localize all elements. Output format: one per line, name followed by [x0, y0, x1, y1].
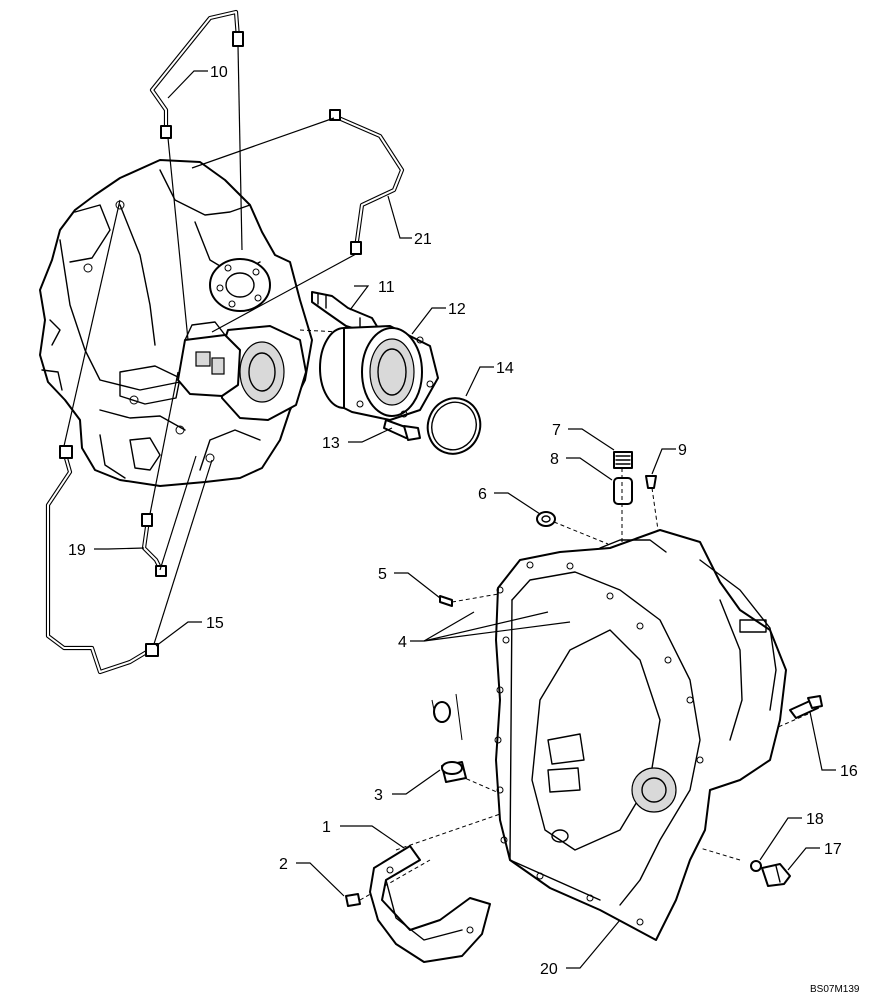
callout-10: 10 — [210, 64, 228, 81]
housing-20 — [494, 529, 787, 941]
pipe-10 — [149, 9, 244, 139]
callout-3: 3 — [374, 787, 383, 804]
callout-21: 21 — [414, 231, 432, 248]
oring-18 — [750, 860, 762, 872]
callout-8: 8 — [550, 451, 559, 468]
screw-2 — [345, 893, 361, 907]
callout-20: 20 — [540, 961, 558, 978]
callout-2: 2 — [279, 856, 288, 873]
callout-18: 18 — [806, 811, 824, 828]
pipe-19 — [141, 513, 167, 577]
bolt-16 — [789, 695, 823, 719]
pipe-21 — [329, 109, 405, 255]
cover-12 — [299, 325, 439, 421]
connection-lines — [63, 45, 357, 645]
callout-6: 6 — [478, 486, 487, 503]
callout-17: 17 — [824, 841, 842, 858]
callout-14: 14 — [496, 360, 514, 377]
callout-15: 15 — [206, 615, 224, 632]
callout-13: 13 — [322, 435, 340, 452]
screw-9 — [645, 475, 657, 489]
callout-19: 19 — [68, 542, 86, 559]
callout-leaders — [94, 70, 836, 969]
pin-5 — [439, 595, 453, 607]
callout-9: 9 — [678, 442, 687, 459]
callout-4: 4 — [398, 634, 407, 651]
pipe-15 — [45, 445, 159, 675]
switch-17 — [761, 863, 791, 887]
callout-7: 7 — [552, 422, 561, 439]
transmission-housing — [39, 159, 313, 487]
callout-16: 16 — [840, 763, 858, 780]
bolt-13 — [383, 419, 421, 441]
callout-labels: 1 2 3 4 5 6 7 8 9 10 11 12 13 14 15 16 1… — [68, 64, 858, 978]
callout-11: 11 — [378, 279, 395, 296]
shield-1 — [369, 845, 491, 963]
plug-6 — [536, 511, 556, 527]
callout-5: 5 — [378, 566, 387, 583]
plug-7 — [613, 451, 633, 469]
callout-12: 12 — [448, 301, 466, 318]
oring-14 — [426, 397, 482, 455]
plug-3 — [431, 693, 467, 783]
callout-1: 1 — [322, 819, 331, 836]
pin-8 — [613, 477, 633, 505]
reference-code: BS07M139 — [810, 984, 860, 995]
